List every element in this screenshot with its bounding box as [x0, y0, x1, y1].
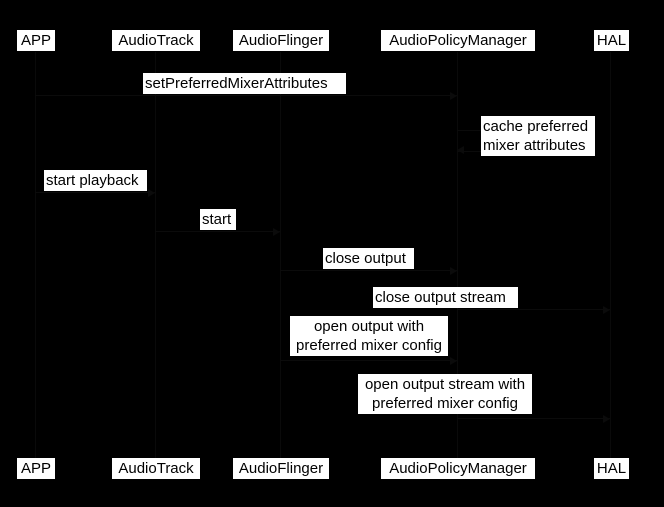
message-label-line: preferred mixer config — [296, 337, 442, 354]
message-label-m5: close output — [323, 248, 414, 269]
message-label-m6: close output stream — [373, 287, 518, 308]
arrow-line-m7 — [280, 360, 457, 361]
message-label-line: start — [202, 211, 232, 228]
message-label-m1: setPreferredMixerAttributes — [143, 73, 346, 94]
lifeline-af — [280, 52, 281, 458]
message-label-line: close output — [325, 250, 406, 267]
message-label-m3: start playback — [44, 170, 147, 191]
message-label-line: start playback — [46, 172, 139, 189]
arrow-head-m4 — [273, 228, 280, 236]
message-label-line: setPreferredMixerAttributes — [145, 75, 328, 92]
arrow-head-m6 — [603, 306, 610, 314]
message-label-line: mixer attributes — [483, 137, 586, 154]
lifeline-at — [155, 52, 156, 458]
arrow-line-m1 — [35, 95, 457, 96]
arrow-head-m7 — [450, 357, 457, 365]
arrow-head-m1 — [450, 92, 457, 100]
message-label-m7: open output with preferred mixer config — [290, 316, 448, 356]
lifeline-app — [35, 52, 36, 458]
participant-af-top: AudioFlinger — [233, 30, 329, 51]
message-label-line: open output with — [313, 318, 425, 335]
participant-apm-top: AudioPolicyManager — [381, 30, 535, 51]
lifeline-apm — [457, 52, 458, 458]
participant-app-bottom: APP — [17, 458, 55, 479]
arrow-line-m6 — [457, 309, 610, 310]
message-label-line: preferred mixer config — [372, 395, 518, 412]
arrow-line-m3 — [35, 192, 155, 193]
arrow-line-m8 — [457, 418, 610, 419]
arrow-head-m3 — [148, 189, 155, 197]
arrow-line-m5 — [280, 270, 457, 271]
participant-at-top: AudioTrack — [112, 30, 200, 51]
message-label-m4: start — [200, 209, 236, 230]
participant-app-top: APP — [17, 30, 55, 51]
lifeline-hal — [610, 52, 611, 458]
participant-af-bottom: AudioFlinger — [233, 458, 329, 479]
message-label-m2: cache preferred mixer attributes — [481, 116, 595, 156]
message-label-line: open output stream with — [364, 376, 526, 393]
participant-hal-bottom: HAL — [594, 458, 629, 479]
message-label-line: close output stream — [375, 289, 506, 306]
participant-hal-top: HAL — [594, 30, 629, 51]
arrow-head-m5 — [450, 267, 457, 275]
participant-at-bottom: AudioTrack — [112, 458, 200, 479]
message-label-m8: open output stream with preferred mixer c… — [358, 374, 532, 414]
participant-apm-bottom: AudioPolicyManager — [381, 458, 535, 479]
arrow-head-m2 — [457, 146, 464, 154]
message-label-line: cache preferred — [483, 118, 589, 135]
arrow-line-m4 — [155, 231, 280, 232]
arrow-head-m8 — [603, 415, 610, 423]
